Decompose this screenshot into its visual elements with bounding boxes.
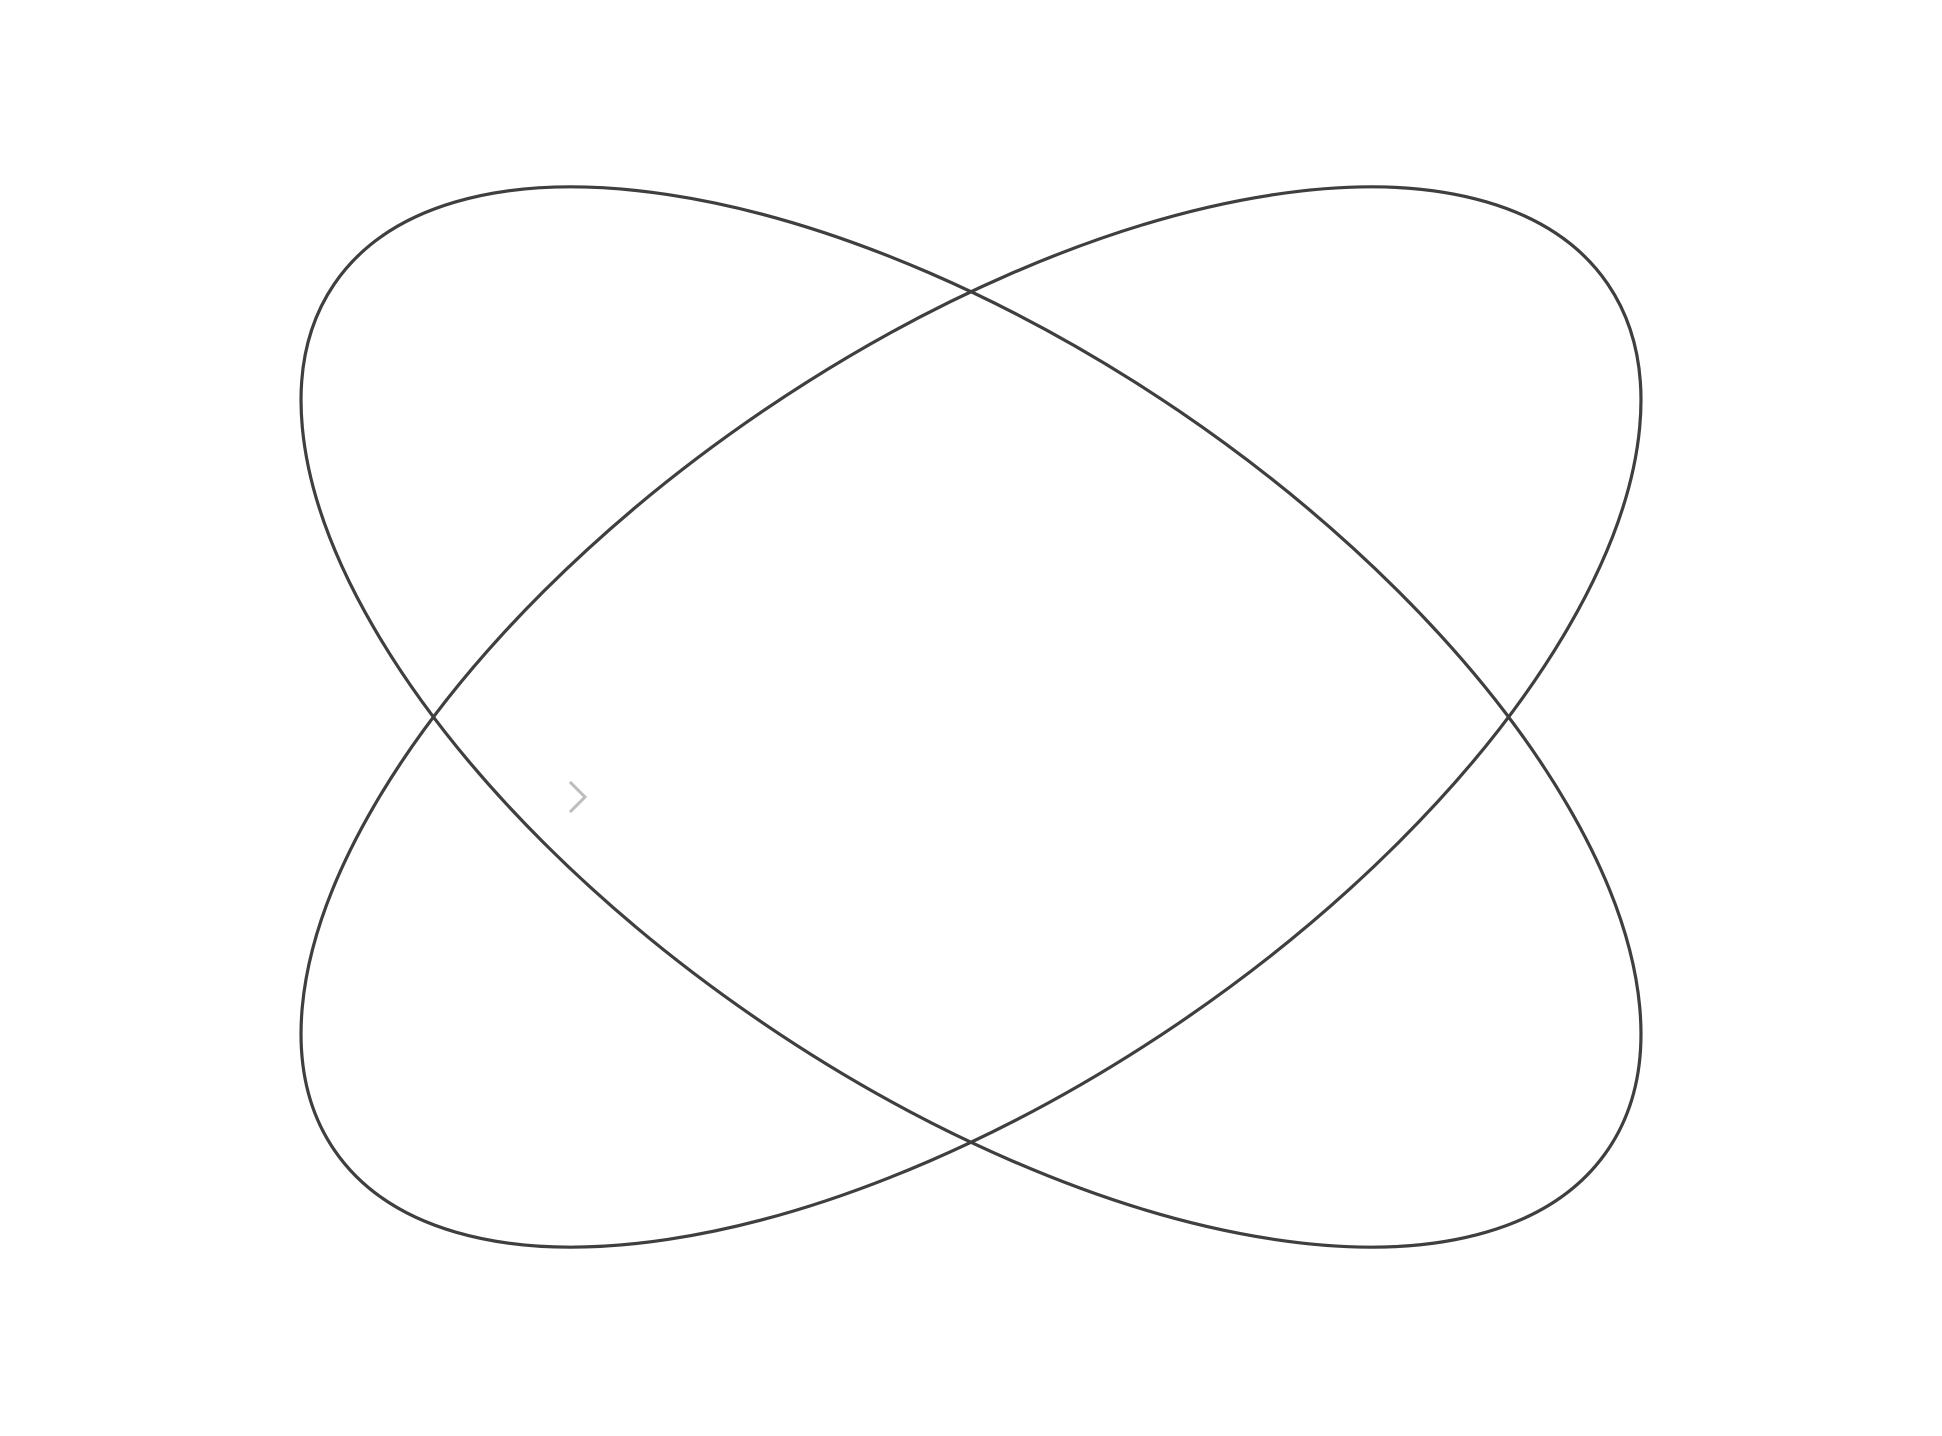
chevron-right-icon[interactable] [568,780,588,814]
orbit-ellipse-descending [299,185,1643,1249]
orbit-ellipse-ascending [299,185,1643,1249]
